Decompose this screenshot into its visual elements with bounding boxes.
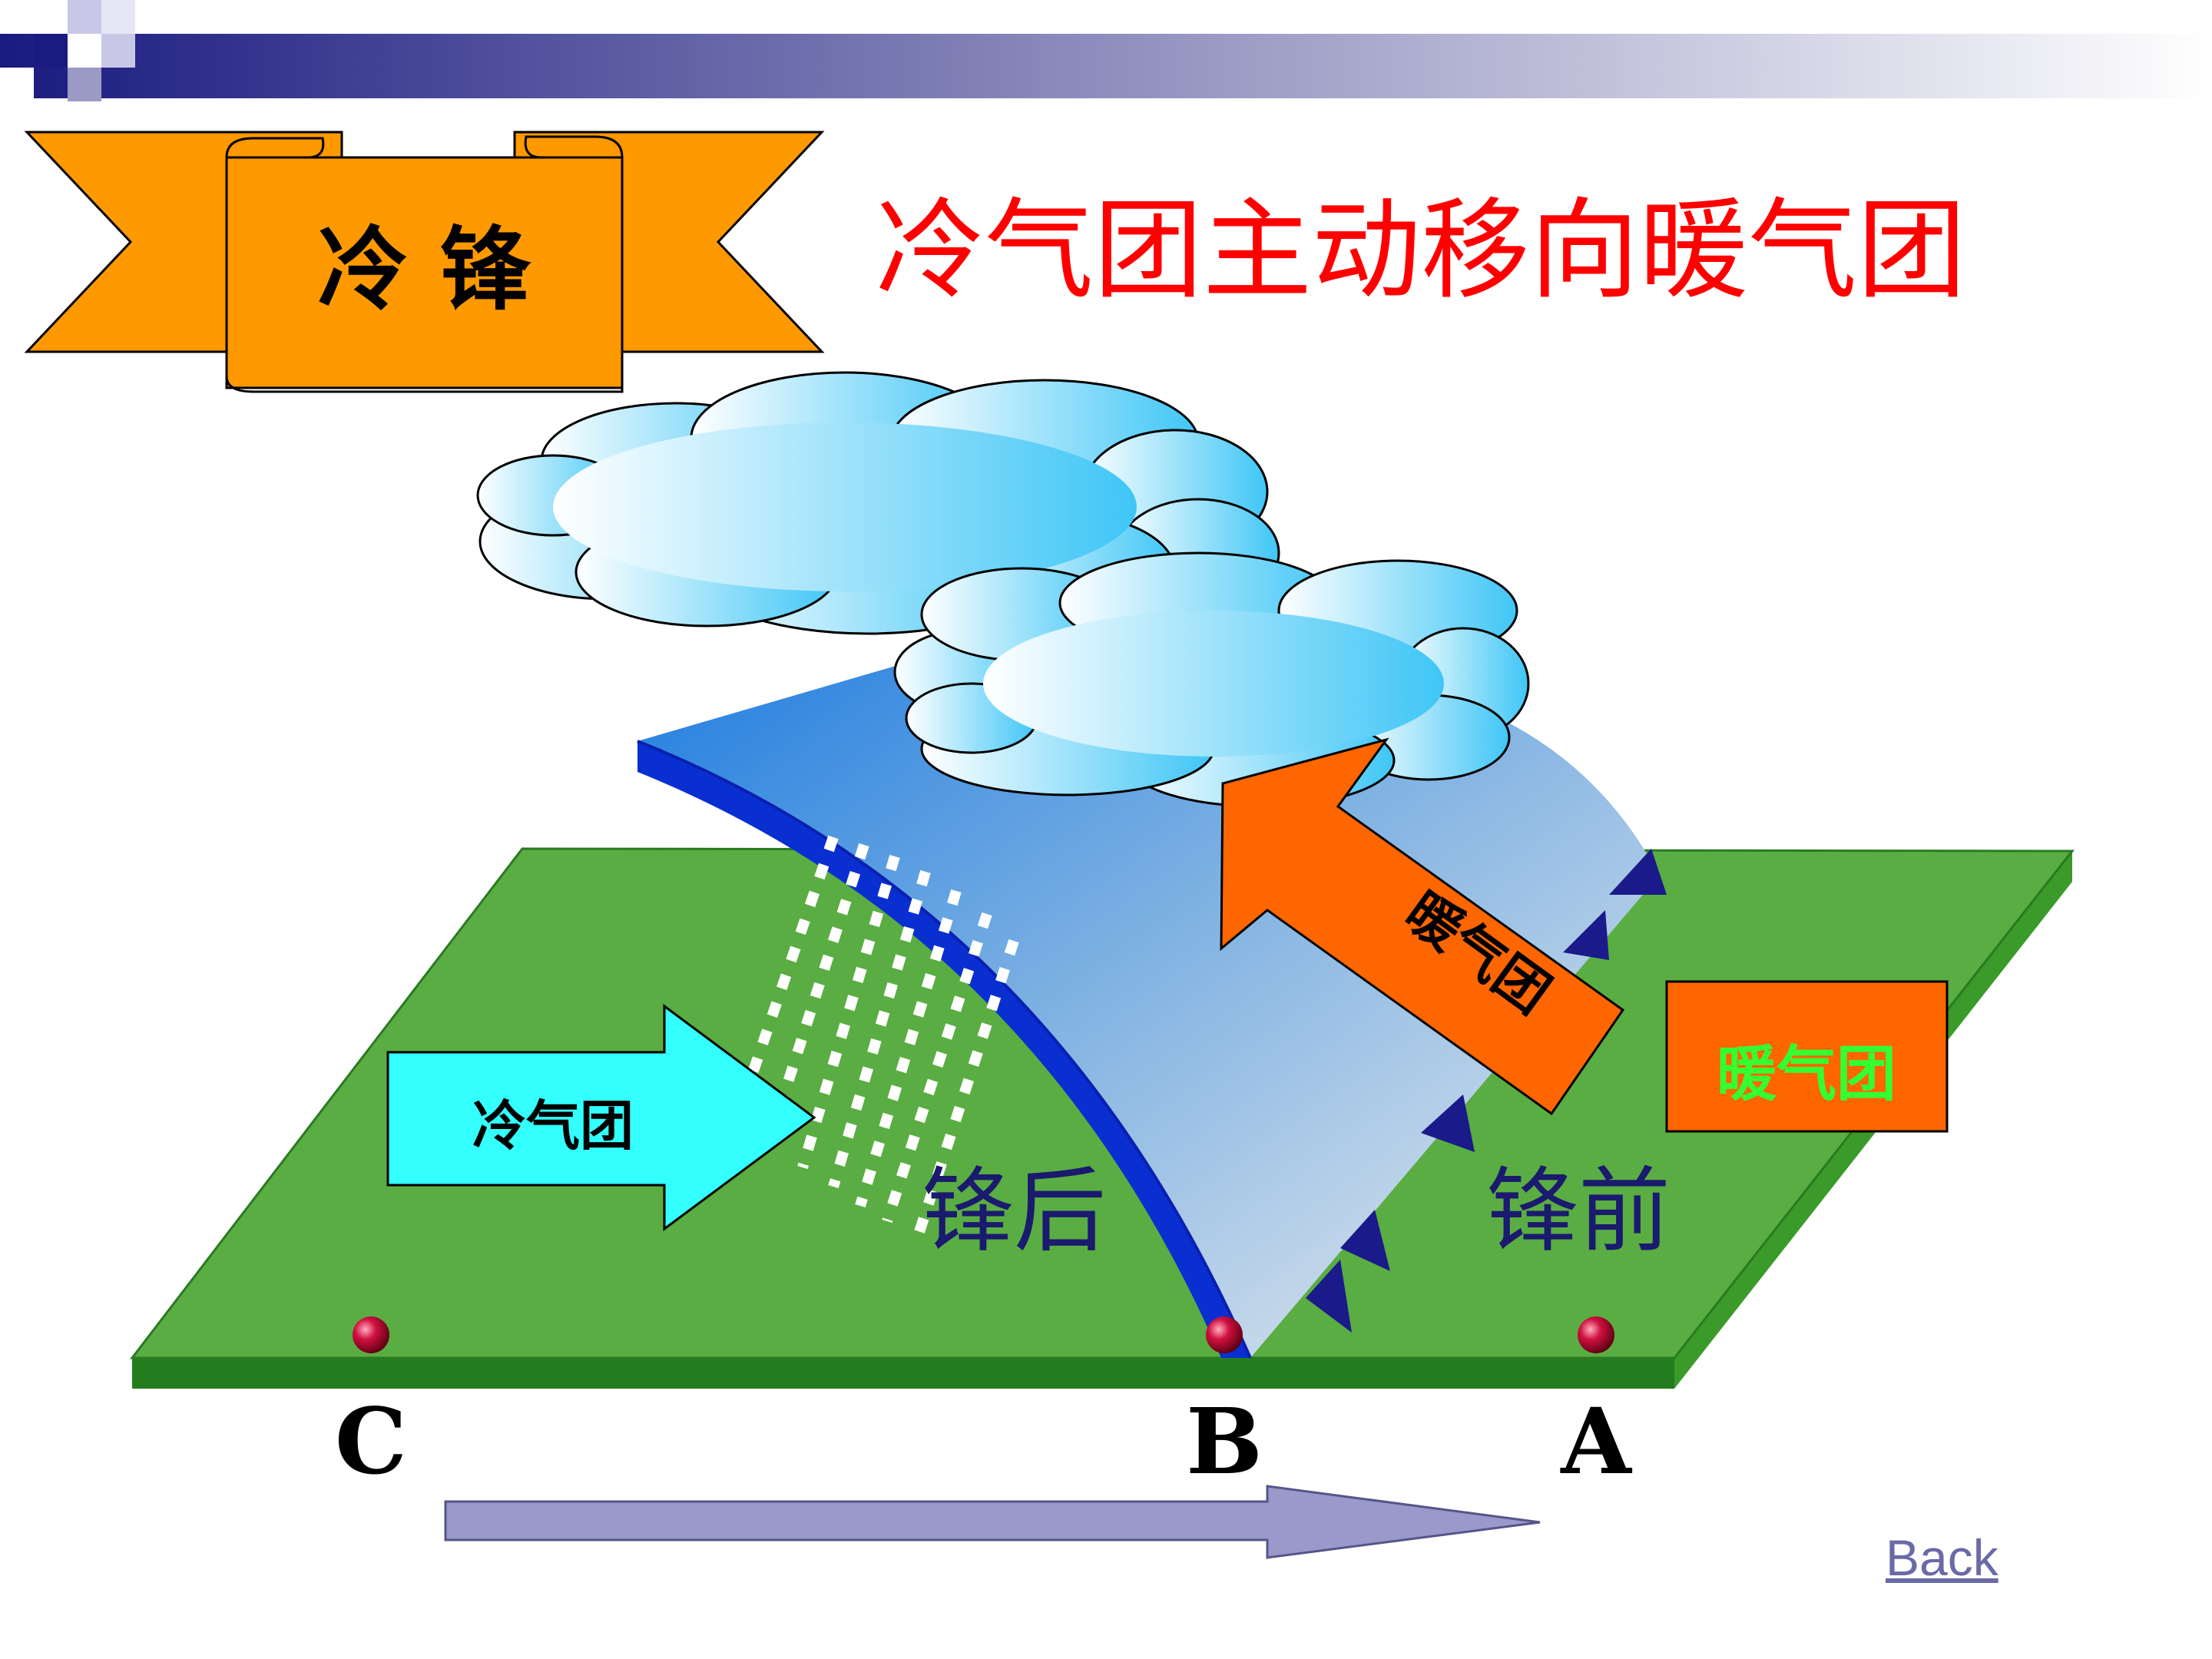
warm-air-arrow xyxy=(1220,737,1625,1116)
ahead-front-label: 锋前 xyxy=(1486,1158,1671,1265)
warm-air-box-label: 暖气团 xyxy=(1717,1040,1896,1109)
behind-front-label: 锋后 xyxy=(922,1158,1106,1265)
ribbon-badge xyxy=(24,131,825,393)
point-a-label: A xyxy=(1560,1388,1632,1495)
point-c-label: C xyxy=(335,1388,407,1495)
point-c-marker xyxy=(353,1316,389,1353)
top-decoration xyxy=(0,0,2212,101)
warm-air-box xyxy=(1665,980,1949,1133)
badge-label: 冷 锋 xyxy=(317,217,531,323)
cold-air-label: 冷气团 xyxy=(472,1094,634,1157)
cold-air-arrow xyxy=(386,1004,816,1231)
point-a-marker xyxy=(1578,1316,1614,1353)
back-link[interactable]: Back xyxy=(1886,1529,1998,1586)
rain-streaks xyxy=(728,835,1019,1239)
cloud-lower xyxy=(893,551,1530,808)
movement-direction-arrow xyxy=(444,1485,1541,1559)
page-title: 冷气团主动移向暖气团 xyxy=(876,187,1966,314)
point-b-label: B xyxy=(1186,1388,1263,1495)
point-b-marker xyxy=(1206,1316,1243,1353)
cloud-upper xyxy=(476,371,1280,635)
